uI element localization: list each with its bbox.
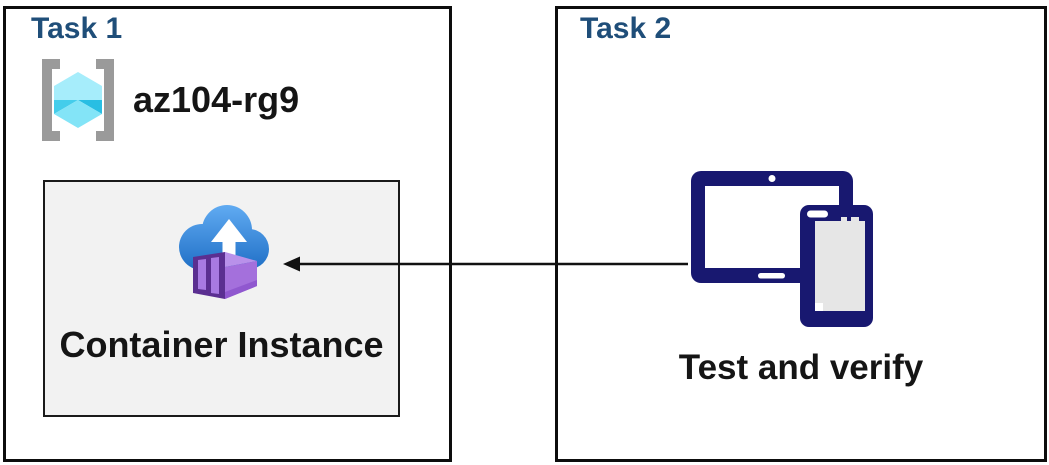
test-and-verify-label: Test and verify [678,348,924,387]
tablet-and-phone-icon [688,168,878,338]
resource-group-icon [34,59,122,146]
task2-title: Task 2 [580,12,672,45]
task1-panel: Task 1 az104-rg9 [3,6,452,462]
task1-title: Task 1 [31,12,123,45]
task2-panel: Task 2 Test and verify [555,6,1047,462]
resource-group-name: az104-rg9 [133,79,300,120]
container-instances-icon [175,193,281,320]
container-instance-label: Container Instance [59,324,384,365]
container-instance-card: Container Instance [43,180,400,417]
